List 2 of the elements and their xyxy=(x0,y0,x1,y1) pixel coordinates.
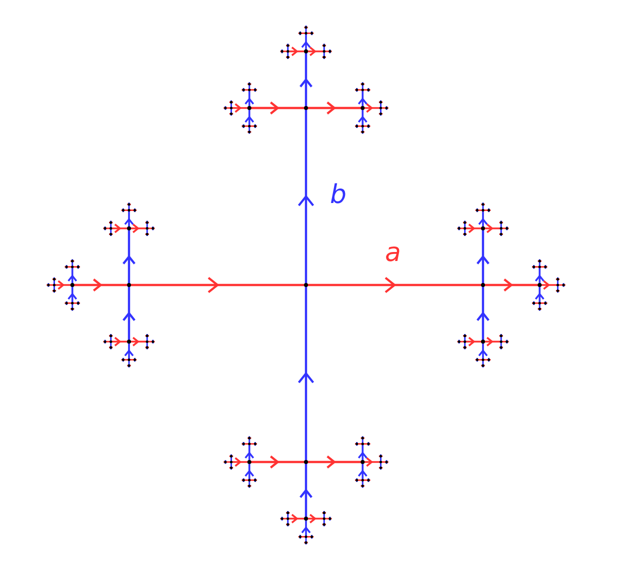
generator-label: a xyxy=(385,240,401,266)
generator-label: b xyxy=(330,182,347,208)
